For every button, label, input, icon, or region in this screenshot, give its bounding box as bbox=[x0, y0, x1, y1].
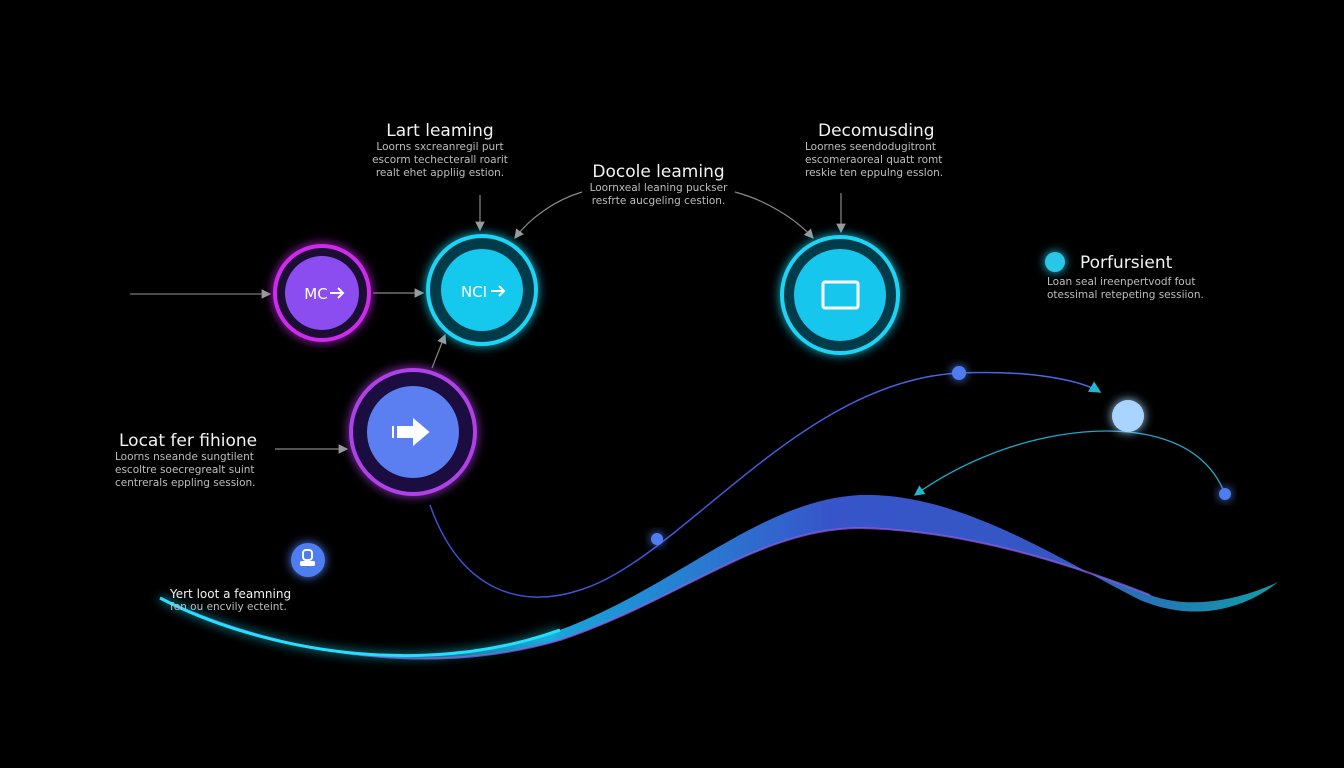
wave-band bbox=[160, 494, 1278, 659]
square-frame-icon bbox=[821, 280, 860, 310]
label-lart: Lart leaming Loorns sxcreanregil purt es… bbox=[360, 121, 520, 180]
node-mc[interactable] bbox=[273, 244, 371, 342]
wave-cyan-edge bbox=[159, 596, 561, 658]
node-arrow[interactable] bbox=[349, 368, 477, 496]
user-icon[interactable] bbox=[291, 543, 325, 577]
arrow-right-icon bbox=[330, 287, 345, 299]
node-nci-label: NCI bbox=[461, 283, 487, 301]
dot-icon bbox=[1045, 252, 1065, 272]
arrow-right-icon bbox=[392, 417, 430, 447]
label-desc: Loorns sxcreanregil purt escorm techecte… bbox=[372, 141, 508, 179]
node-mc-label: MC bbox=[304, 285, 327, 303]
label-title: Locat fer fihione bbox=[119, 431, 258, 451]
label-desc: Loornes seendodugitront escomeraoreal qu… bbox=[805, 141, 944, 179]
label-title: Docole leaming bbox=[592, 162, 725, 182]
glow-orb bbox=[1112, 400, 1144, 432]
flow-dot bbox=[651, 533, 663, 545]
arrow-docole-right bbox=[734, 191, 814, 239]
label-title: Decomusding bbox=[818, 121, 935, 141]
label-title: Porfursient bbox=[1080, 253, 1173, 273]
arrow-docole-left bbox=[514, 191, 583, 239]
flow-dot bbox=[952, 366, 966, 380]
arrow-up-nci bbox=[431, 333, 447, 369]
flow-curve bbox=[429, 371, 1102, 598]
flow-curve-return bbox=[913, 430, 1226, 496]
flow-dot bbox=[1219, 488, 1231, 500]
label-decomposing: Decomusding Loornes seendodugitront esco… bbox=[805, 121, 975, 180]
label-title: Lart leaming bbox=[386, 121, 494, 141]
label-locat: Locat fer fihione Loorns nseande sungtil… bbox=[115, 431, 285, 490]
label-desc: Loan seal ireenpertvodf fout otessimal r… bbox=[1047, 276, 1204, 301]
label-desc: fen ou encvily ecteint. bbox=[170, 601, 287, 613]
label-desc: Loornxeal leaning puckser resfrte aucgel… bbox=[589, 182, 728, 207]
label-yert: Yert loot a feamning fen ou encvily ecte… bbox=[170, 587, 340, 614]
label-desc: Loorns nseande sungtilent escoltre soecr… bbox=[115, 451, 256, 489]
label-docole: Docole leaming Loornxeal leaning puckser… bbox=[576, 162, 741, 208]
label-title: Yert loot a feamning bbox=[170, 587, 292, 601]
node-decomposing[interactable] bbox=[780, 235, 900, 355]
label-porfursient: Porfursient Loan seal ireenpertvodf fout… bbox=[1047, 253, 1237, 302]
node-nci[interactable] bbox=[426, 234, 538, 346]
arrow-right-icon bbox=[491, 285, 506, 297]
